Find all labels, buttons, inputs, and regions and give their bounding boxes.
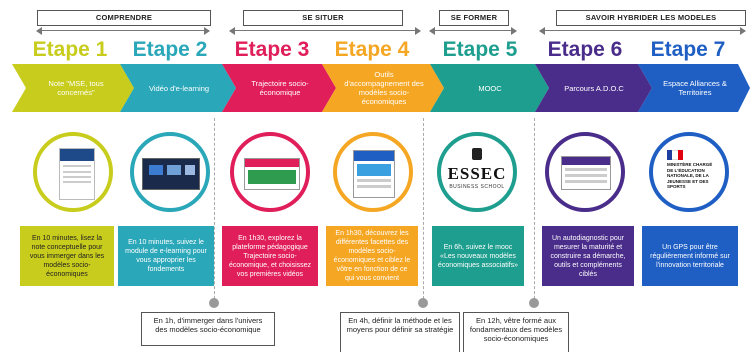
step-title-1: Etape 1 — [32, 38, 108, 61]
step-title-3: Etape 3 — [234, 38, 310, 61]
chevron-text-4: Outils d'accompagnement des modèles soci… — [344, 70, 424, 106]
diagnostic-thumbnail — [561, 156, 611, 190]
connector-dot-2 — [418, 298, 428, 308]
chevron-step-3 — [222, 64, 336, 112]
chevron-text-3: Trajectoire socio-économique — [251, 79, 309, 97]
range-arrow-comprendre — [36, 27, 210, 35]
ministere-logo: MINISTÈRE CHARGÉ DE L'ÉDUCATION NATIONAL… — [667, 150, 713, 190]
thumbnail-circle-7: MINISTÈRE CHARGÉ DE L'ÉDUCATION NATIONAL… — [649, 132, 729, 212]
thumbnail-circle-6 — [545, 132, 625, 212]
thumbnail-circle-3 — [230, 132, 310, 212]
connector-dot-3 — [529, 298, 539, 308]
step-title-7: Etape 7 — [650, 38, 726, 61]
step-box-1: En 10 minutes, lisez la note conceptuell… — [20, 226, 114, 286]
thumbnail-circle-1 — [33, 132, 113, 212]
chevron-text-6: Parcours A.D.O.C — [564, 83, 624, 93]
step-box-5: En 6h, suivez le mooc «Les nouveaux modè… — [432, 226, 524, 286]
separator-line-2 — [423, 118, 424, 304]
platform-thumbnail — [244, 158, 300, 190]
range-arrow-se-former — [429, 27, 517, 35]
chevron-step-1 — [12, 64, 134, 112]
step-title-4: Etape 4 — [334, 38, 410, 61]
chevron-text-2: Vidéo d'e-learning — [148, 83, 210, 93]
chevron-step-5 — [430, 64, 549, 112]
thumbnail-circle-5: ESSEC BUSINESS SCHOOL — [437, 132, 517, 212]
chevron-step-7 — [638, 64, 750, 112]
tools-thumbnail — [353, 150, 395, 198]
range-arrow-se-situer — [229, 27, 421, 35]
thumbnail-circle-2 — [130, 132, 210, 212]
phase-hybrider: SAVOIR HYBRIDER LES MODELES — [556, 10, 746, 26]
step-box-3: En 1h30, explorez la plateforme pédagogi… — [222, 226, 318, 286]
step-title-5: Etape 5 — [442, 38, 518, 61]
step-title-6: Etape 6 — [547, 38, 623, 61]
thumbnail-circle-4 — [333, 132, 413, 212]
chevron-text-5: MOOC — [478, 83, 502, 93]
chevron-step-4 — [322, 64, 444, 112]
step-box-6: Un autodiagnostic pour mesurer la maturi… — [542, 226, 634, 286]
chevron-text-7: Espace Alliances & Territoires — [663, 79, 727, 97]
step-box-4: En 1h30, découvrez les différentes facet… — [326, 226, 418, 286]
separator-line-3 — [534, 118, 535, 304]
phase-se-former: SE FORMER — [439, 10, 509, 26]
step-title-2: Etape 2 — [132, 38, 208, 61]
note-fondamentaux: En 12h, vêtre formé aux fondamentaux des… — [463, 312, 569, 352]
chevron-step-2 — [120, 64, 236, 112]
chevron-band — [12, 64, 750, 112]
range-arrow-hybrider — [539, 27, 746, 35]
essec-logo: ESSEC BUSINESS SCHOOL — [441, 148, 513, 190]
connector-dot-1 — [209, 298, 219, 308]
phase-comprendre: COMPRENDRE — [37, 10, 211, 26]
phase-se-situer: SE SITUER — [243, 10, 403, 26]
chevron-step-6 — [535, 64, 652, 112]
separator-line-1 — [214, 118, 215, 304]
note-immerger: En 1h, d'immerger dans l'univers des mod… — [141, 312, 275, 346]
chevron-text-1: Note "MSE, tous concernés" — [48, 79, 104, 97]
video-thumbnail — [142, 158, 200, 190]
note-methode: En 4h, définir la méthode et les moyens … — [340, 312, 460, 352]
step-box-2: En 10 minutes, suivez le module de e-lea… — [118, 226, 214, 286]
step-box-7: Un GPS pour être régulièrement informé s… — [642, 226, 738, 286]
document-thumbnail — [59, 148, 95, 200]
